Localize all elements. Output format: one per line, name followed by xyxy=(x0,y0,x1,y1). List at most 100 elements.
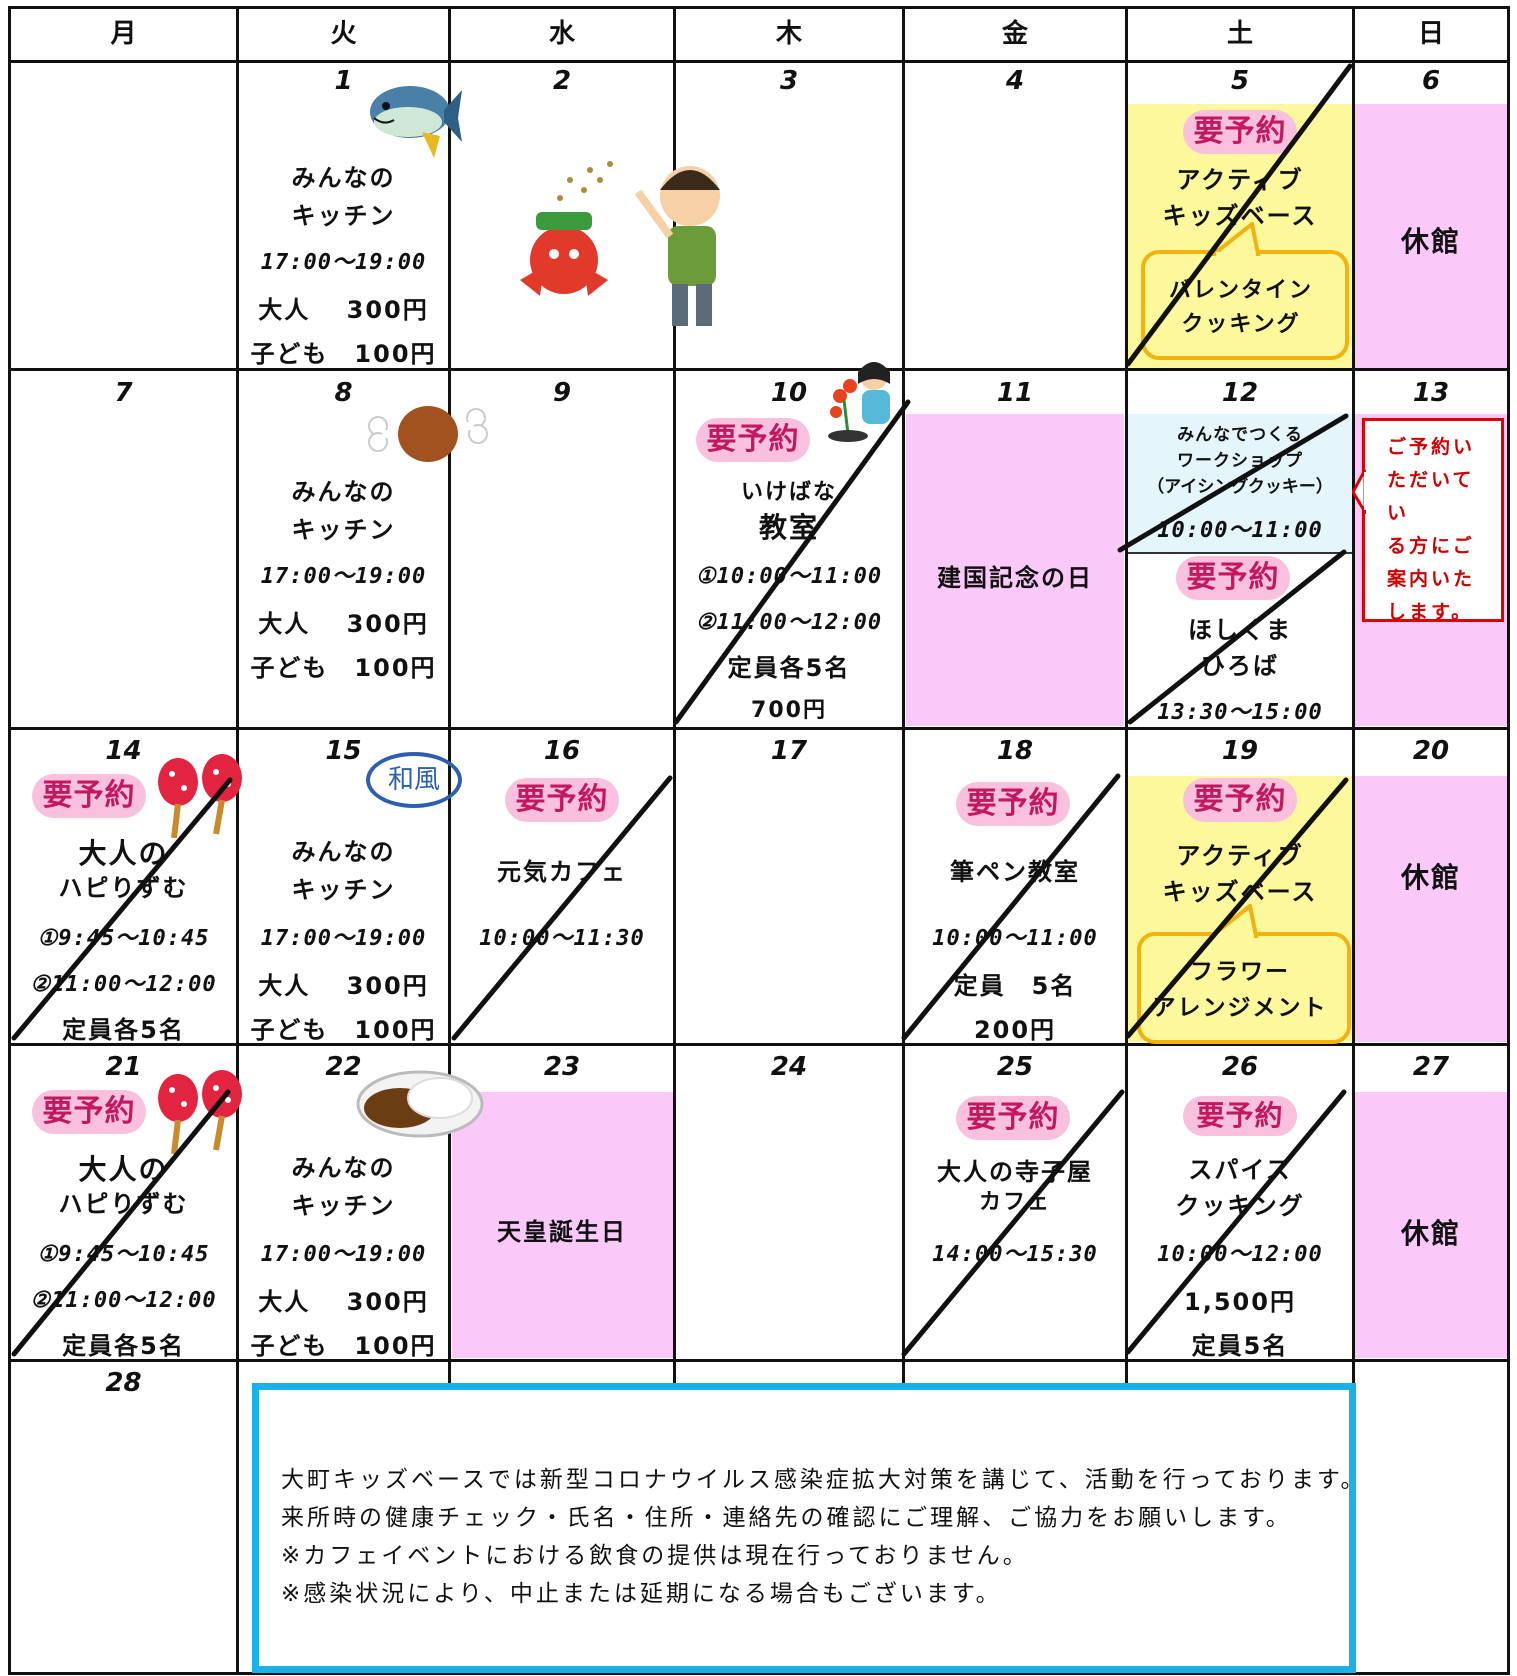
day-number: 23 xyxy=(543,1052,581,1082)
day-number: 15 xyxy=(325,736,362,766)
day-number: 28 xyxy=(105,1368,142,1398)
kitchen-adult: 大人 300円 xyxy=(258,972,429,1000)
wafu-tag: 和風 xyxy=(366,752,462,808)
grid-line xyxy=(1352,6,1355,1675)
grid-line xyxy=(8,60,1510,63)
grid-line xyxy=(236,6,239,1675)
happy-time1: ①9:45～10:45 xyxy=(37,926,210,951)
day-number: 13 xyxy=(1412,378,1450,408)
grid-line xyxy=(8,1043,1510,1046)
holiday-bg-23 xyxy=(452,1092,673,1358)
kitchen-child: 子ども 100円 xyxy=(250,654,437,682)
holiday-bg-11 xyxy=(906,414,1124,726)
weekday-wed: 水 xyxy=(548,19,575,49)
note-line: 案内いた xyxy=(1387,568,1476,590)
day-number: 20 xyxy=(1412,736,1450,766)
ikebana-capacity: 定員各5名 xyxy=(727,654,851,682)
active-kids-line1: アクティブ xyxy=(1176,166,1304,194)
kitchen-line2: キッチン xyxy=(291,1192,396,1220)
terakoya-time: 14:00～15:30 xyxy=(932,1242,1098,1267)
day-number: 4 xyxy=(1005,66,1025,96)
spice-capacity: 定員5名 xyxy=(1191,1332,1289,1360)
kitchen-line1: みんなの xyxy=(291,838,396,866)
spice-line1: スパイス xyxy=(1188,1156,1292,1184)
speech-bubble xyxy=(1141,250,1349,360)
closed-bg-27 xyxy=(1355,1092,1508,1358)
happy-time1: ①9:45～10:45 xyxy=(37,1242,210,1267)
day-number: 3 xyxy=(779,66,799,96)
grid-line xyxy=(448,6,451,1675)
holiday-label: 建国記念の日 xyxy=(937,564,1093,592)
day-number: 24 xyxy=(770,1052,808,1082)
reservation-badge: 要予約 xyxy=(505,778,619,822)
note-line: ただいてい xyxy=(1387,469,1475,524)
kitchen-child: 子ども 100円 xyxy=(250,1016,437,1044)
meat-icon xyxy=(368,406,488,462)
closed-label: 休館 xyxy=(1400,861,1461,894)
spice-price: 1,500円 xyxy=(1184,1288,1296,1316)
notice-line4: ※感染状況により、中止または延期になる場合もございます。 xyxy=(281,1581,1002,1607)
weekday-fri: 金 xyxy=(1001,19,1028,49)
covid-notice: 大町キッズベースでは新型コロナウイルス感染症拡大対策を講じて、活動を行っておりま… xyxy=(252,1383,1364,1673)
day-number: 22 xyxy=(325,1052,362,1082)
grid-line xyxy=(1507,6,1510,1675)
ikebana-line1: いけばな xyxy=(740,480,837,505)
day-number: 7 xyxy=(114,378,133,408)
kitchen-line2: キッチン xyxy=(291,516,396,544)
grid-line xyxy=(8,727,1510,730)
ikebana-time2: ②11:00～12:00 xyxy=(695,610,883,635)
weekday-sat: 土 xyxy=(1226,19,1253,49)
genki-cafe-time: 10:00～11:30 xyxy=(479,926,645,951)
happy-line1: 大人の xyxy=(78,1153,169,1186)
ikebana-line2: 教室 xyxy=(758,511,819,544)
kitchen-adult: 大人 300円 xyxy=(258,610,429,638)
weekday-mon: 月 xyxy=(110,19,137,49)
note-pointer-icon xyxy=(1352,469,1366,514)
day-number: 17 xyxy=(770,736,808,766)
grid-line xyxy=(8,1359,1510,1362)
grid-line xyxy=(8,6,11,1675)
happy-time2: ②11:00～12:00 xyxy=(30,1288,217,1313)
reservation-badge: 要予約 xyxy=(1176,556,1290,600)
happy-capacity: 定員各5名 xyxy=(62,1332,185,1360)
workshop-time: 10:00～11:00 xyxy=(1157,518,1323,543)
kitchen-time: 17:00～19:00 xyxy=(260,250,427,275)
day-number: 18 xyxy=(996,736,1034,766)
day-number: 19 xyxy=(1221,736,1259,766)
closed-bg-6 xyxy=(1355,104,1508,368)
active-kids-line2: キッズベース xyxy=(1162,878,1318,906)
ikebana-woman-icon xyxy=(828,362,890,442)
flower-line2: アレンジメント xyxy=(1152,995,1328,1021)
ikebana-time1: ①10:00～11:00 xyxy=(695,564,883,589)
day-number: 6 xyxy=(1421,66,1441,96)
note-line: る方にご xyxy=(1387,535,1475,557)
kitchen-child: 子ども 100円 xyxy=(250,1332,437,1360)
notice-line1: 大町キッズベースでは新型コロナウイルス感染症拡大対策を講じて、活動を行っておりま… xyxy=(281,1467,1367,1493)
calligraphy-title: 筆ペン教室 xyxy=(950,858,1080,886)
kitchen-adult: 大人 300円 xyxy=(258,1288,429,1316)
closed-bg-20 xyxy=(1355,776,1508,1042)
valentine-line2: クッキング xyxy=(1181,312,1301,337)
kitchen-child: 子ども 100円 xyxy=(250,340,437,368)
kitchen-line1: みんなの xyxy=(291,478,396,506)
grid-line xyxy=(673,6,676,1675)
grid-line xyxy=(8,1672,1510,1675)
maracas-icon xyxy=(158,754,242,838)
maracas-icon xyxy=(158,1070,242,1154)
kitchen-line2: キッチン xyxy=(291,202,396,230)
note-line: します。 xyxy=(1387,601,1474,623)
note-line: ご予約い xyxy=(1387,436,1476,458)
day-number: 11 xyxy=(996,378,1034,408)
calligraphy-time: 10:00～11:00 xyxy=(932,926,1098,951)
hoshikuma-line1: ほしくま xyxy=(1188,616,1292,644)
grid-line xyxy=(8,368,1510,371)
kitchen-time: 17:00～19:00 xyxy=(260,926,427,951)
happy-line2: ハピりずむ xyxy=(58,874,189,902)
day-number: 5 xyxy=(1230,66,1250,96)
reservation-badge: 要予約 xyxy=(696,418,810,462)
day-number: 14 xyxy=(105,736,142,766)
flower-line1: フラワー xyxy=(1190,959,1290,985)
kitchen-line1: みんなの xyxy=(291,1154,396,1182)
reservation-note: ご予約い ただいてい る方にご 案内いた します。 xyxy=(1362,418,1504,623)
notice-line3: ※カフェイベントにおける飲食の提供は現在行っておりません。 xyxy=(281,1543,1029,1569)
